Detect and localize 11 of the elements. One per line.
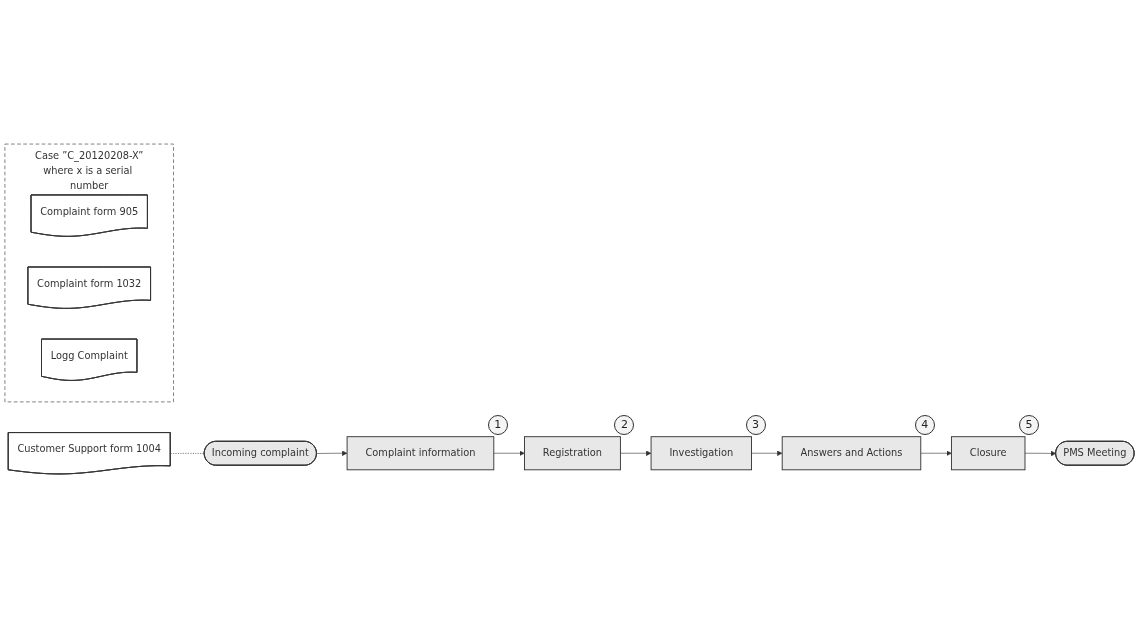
node-box: Answers and Actions	[781, 436, 922, 471]
node-box: Closure	[950, 436, 1026, 471]
step-number: 1	[487, 414, 508, 435]
node-box: Registration	[524, 436, 621, 471]
node-box: Investigation	[650, 436, 752, 471]
step-number: 3	[745, 414, 766, 435]
node-box: Complaint information	[346, 436, 495, 471]
connector	[170, 453, 205, 454]
step-number: 4	[914, 414, 935, 435]
step-number: 5	[1019, 414, 1039, 435]
step-number: 2	[614, 414, 635, 435]
